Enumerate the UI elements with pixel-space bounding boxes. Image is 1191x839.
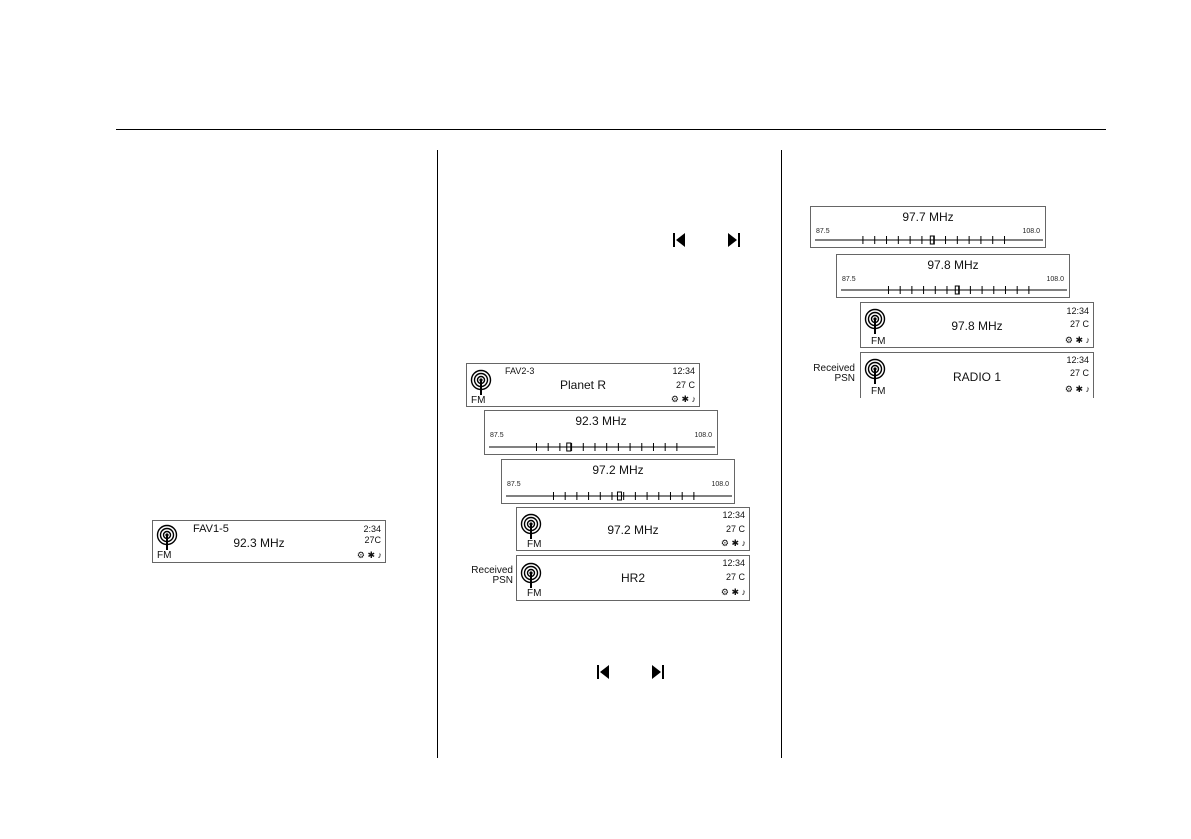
tuner-scale-ticks xyxy=(506,491,732,501)
range-low-label: 87.5 xyxy=(490,432,504,439)
band-label: FM xyxy=(871,386,886,397)
header-rule xyxy=(116,129,1106,130)
radio-display-psn: FM RADIO 1 12:34 27 C ⚙ ✱ ♪ xyxy=(860,352,1094,398)
temperature-readout: 27 C xyxy=(675,380,695,390)
antenna-icon xyxy=(470,369,492,395)
clock-readout: 12:34 xyxy=(1066,355,1089,365)
temperature-readout: 27 C xyxy=(1069,368,1089,378)
range-high-label: 108.0 xyxy=(1046,276,1064,283)
range-high-label: 108.0 xyxy=(1022,228,1040,235)
column-divider-right xyxy=(781,150,782,758)
range-low-label: 87.5 xyxy=(816,228,830,235)
band-label: FM xyxy=(157,550,172,561)
antenna-icon xyxy=(520,513,542,539)
tuner-scale-ticks xyxy=(815,235,1043,245)
seek-next-icon xyxy=(652,665,664,679)
preset-label: FAV2-3 xyxy=(505,366,535,376)
temperature-readout: 27 C xyxy=(725,524,745,534)
antenna-icon xyxy=(156,524,178,550)
column-divider-left xyxy=(437,150,438,758)
radio-display-station-name: FM FAV2-3 Planet R 12:34 27 C ⚙ ✱ ♪ xyxy=(466,363,700,407)
clock-readout: 12:34 xyxy=(672,366,695,376)
tuner-scale: 97.7 MHz 87.5 108.0 xyxy=(810,206,1046,248)
psn-label: PSN xyxy=(834,373,855,384)
frequency-readout: 97.7 MHz xyxy=(902,210,954,224)
tuning-marker xyxy=(566,442,572,452)
frequency-readout: 97.2 MHz xyxy=(592,463,644,477)
range-low-label: 87.5 xyxy=(842,276,856,283)
clock-readout: 12:34 xyxy=(722,558,745,568)
status-icons: ⚙ ✱ ♪ xyxy=(720,538,746,548)
frequency-readout: 92.3 MHz xyxy=(575,414,627,428)
range-high-label: 108.0 xyxy=(694,432,712,439)
preset-label: FAV1-5 xyxy=(193,523,229,535)
station-name: HR2 xyxy=(620,571,645,585)
tuner-scale: 92.3 MHz 87.5 108.0 xyxy=(484,410,718,455)
temperature-readout: 27C xyxy=(364,535,381,545)
clock-readout: 2:34 xyxy=(363,524,381,534)
status-icons: ⚙ ✱ ♪ xyxy=(1064,384,1090,394)
tuner-scale: 97.2 MHz 87.5 108.0 xyxy=(501,459,735,504)
received-psn-label: Received PSN xyxy=(808,364,855,384)
received-psn-label: Received PSN xyxy=(466,566,513,586)
status-icons: ⚙ ✱ ♪ xyxy=(720,587,746,597)
received-label: Received xyxy=(471,565,513,576)
seek-previous-icon xyxy=(597,665,609,679)
band-label: FM xyxy=(871,336,886,347)
tuner-scale-ticks xyxy=(841,285,1067,295)
station-name: Planet R xyxy=(559,378,607,392)
radio-display-frequency: FM 97.8 MHz 12:34 27 C ⚙ ✱ ♪ xyxy=(860,302,1094,348)
frequency-readout: 97.8 MHz xyxy=(951,319,1003,333)
seek-next-icon xyxy=(728,233,740,247)
band-label: FM xyxy=(527,588,542,599)
psn-label: PSN xyxy=(492,575,513,586)
tuner-scale: 97.8 MHz 87.5 108.0 xyxy=(836,254,1070,298)
frequency-readout: 92.3 MHz xyxy=(233,536,285,550)
tuning-marker xyxy=(954,285,960,295)
range-high-label: 108.0 xyxy=(711,481,729,488)
status-icons: ⚙ ✱ ♪ xyxy=(1064,335,1090,345)
temperature-readout: 27 C xyxy=(725,572,745,582)
radio-display-psn: FM HR2 12:34 27 C ⚙ ✱ ♪ xyxy=(516,555,750,601)
tuning-marker xyxy=(929,235,935,245)
antenna-icon xyxy=(864,358,886,384)
received-label: Received xyxy=(813,363,855,374)
clock-readout: 12:34 xyxy=(1066,306,1089,316)
status-icons: ⚙ ✱ ♪ xyxy=(356,550,382,560)
tuner-scale-ticks xyxy=(489,442,715,452)
status-icons: ⚙ ✱ ♪ xyxy=(670,394,696,404)
frequency-readout: 97.2 MHz xyxy=(607,523,659,537)
frequency-readout: 97.8 MHz xyxy=(927,258,979,272)
radio-display-frequency: FM 97.2 MHz 12:34 27 C ⚙ ✱ ♪ xyxy=(516,507,750,551)
temperature-readout: 27 C xyxy=(1069,319,1089,329)
tuning-marker xyxy=(616,491,622,501)
antenna-icon xyxy=(864,308,886,334)
range-low-label: 87.5 xyxy=(507,481,521,488)
seek-previous-icon xyxy=(673,233,685,247)
antenna-icon xyxy=(520,562,542,588)
band-label: FM xyxy=(527,539,542,550)
radio-display-favourite: FM FAV1-5 92.3 MHz 2:34 27C ⚙ ✱ ♪ xyxy=(152,520,386,563)
band-label: FM xyxy=(471,395,486,406)
clock-readout: 12:34 xyxy=(722,510,745,520)
station-name: RADIO 1 xyxy=(952,370,1001,384)
